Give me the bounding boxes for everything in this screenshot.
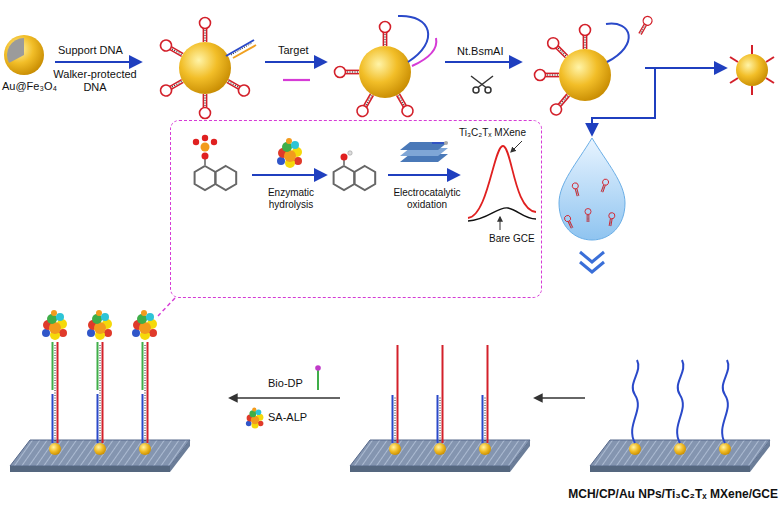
inset-text: Ti₃C₂Tₓ MXene	[459, 127, 526, 139]
enzyme-icon	[277, 138, 302, 168]
hairpin-droplet	[559, 138, 625, 240]
label-text: Walker-protected DNA	[45, 68, 145, 94]
label-text: SA-ALP	[268, 411, 307, 424]
bare-particle	[730, 45, 774, 95]
step-arrow	[535, 397, 585, 399]
inset-leader	[158, 298, 175, 316]
label-text: Target	[278, 44, 309, 57]
inset-box: Enzymatic hydrolysis Electrocatalytic oxi…	[170, 120, 542, 298]
mxene-icon	[400, 141, 448, 162]
voltammogram	[468, 141, 536, 230]
chevrons	[580, 252, 604, 272]
dna-particle	[159, 18, 256, 119]
label-text: MCH/CP/Au NPs/Ti₃C₂Tₓ MXene/GCE	[568, 487, 778, 501]
label-text: Au@Fe₃O₄	[2, 80, 57, 93]
scissors-icon	[471, 76, 493, 93]
au-fe3o4-particle	[4, 35, 44, 75]
reaction-arrow	[252, 174, 325, 176]
step-arrow	[445, 61, 520, 63]
target-strand	[283, 79, 310, 81]
label-text: Support DNA	[58, 44, 123, 57]
electrode	[350, 345, 530, 472]
electrode	[590, 360, 770, 472]
inset-text: Bare GCE	[489, 233, 535, 245]
naphthol	[334, 151, 376, 190]
step-arrow	[230, 397, 340, 399]
sa-alp-icon	[246, 407, 264, 428]
electrode	[10, 310, 190, 472]
dna-particle	[335, 16, 437, 119]
inset-text: Enzymatic hydrolysis	[256, 187, 326, 211]
step-arrow	[265, 61, 325, 63]
naphthyl-phosphate	[193, 135, 236, 190]
step-arrow	[645, 67, 725, 69]
inset-text: Electrocatalytic oxidation	[387, 187, 467, 211]
step-arrow	[55, 61, 140, 63]
bio-dp-icon	[315, 365, 321, 390]
label-text: Bio-DP	[268, 377, 303, 390]
label-text: Nt.BsmAI	[457, 45, 503, 58]
dna-particle	[535, 15, 654, 117]
reaction-arrow	[388, 174, 458, 176]
step-arrow	[592, 68, 655, 134]
